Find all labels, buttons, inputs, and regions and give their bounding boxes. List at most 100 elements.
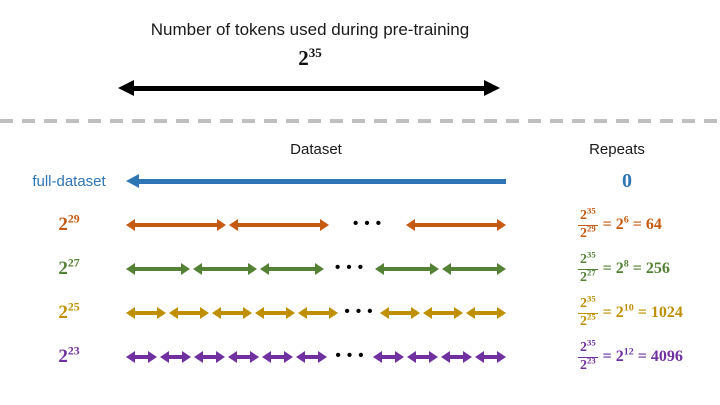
row-label: 229 (14, 212, 124, 236)
arrow-left-head-icon (228, 351, 237, 363)
arrow-shaft (269, 267, 315, 271)
power-base: 2 (615, 216, 624, 233)
double-headed-arrow-icon (423, 307, 463, 319)
double-headed-arrow-icon (262, 351, 293, 363)
ellipsis-dots-icon: • • • (335, 346, 365, 364)
power-base: 2 (58, 302, 68, 323)
row-label: 225 (14, 301, 124, 324)
double-headed-arrow-icon (296, 351, 327, 363)
power-base: 2 (58, 214, 68, 235)
arrow-left-head-icon (212, 307, 221, 319)
repeats-power: 26 (615, 214, 629, 234)
double-headed-arrow-icon (126, 263, 190, 275)
equals-sign: = (637, 304, 647, 321)
fraction-numerator: 235 (578, 206, 598, 226)
arrow-right-head-icon (463, 351, 472, 363)
full-dataset-label: full-dataset (32, 172, 106, 190)
arrow-shaft (475, 311, 497, 315)
arrow-left-head-icon (466, 307, 475, 319)
dataset-chunk-size: 229 (58, 212, 80, 235)
arrow-right-head-icon (284, 351, 293, 363)
arrow-right-head-icon (497, 263, 506, 275)
arrow-shaft (389, 311, 411, 315)
equals-sign: = (632, 216, 642, 233)
repeats-column-header: Repeats (589, 141, 645, 158)
arrow-left-head-icon (442, 263, 451, 275)
arrow-shaft (238, 223, 320, 227)
arrow-shaft (307, 311, 329, 315)
arrow-right-head-icon (181, 263, 190, 275)
arrow-segments-after (380, 307, 506, 319)
formula-equals: =212=4096 (603, 346, 683, 366)
double-headed-arrow-icon (441, 351, 472, 363)
arrow-shaft (139, 178, 506, 184)
repeats-power: 28 (615, 259, 629, 278)
arrow-right-head-icon (318, 351, 327, 363)
arrow-left-head-icon (380, 307, 389, 319)
arrow-right-head-icon (248, 263, 257, 275)
power-value: 229 (580, 224, 596, 241)
arrow-shaft (484, 355, 497, 359)
arrow-left-head-icon (169, 307, 178, 319)
token-count-base: 2 (298, 46, 309, 70)
double-headed-arrow-icon (229, 219, 329, 231)
fraction-numerator: 235 (578, 293, 598, 314)
arrow-left-head-icon (194, 351, 203, 363)
arrow-shaft (415, 223, 497, 227)
double-headed-arrow-icon (194, 351, 225, 363)
repeats-value: 256 (645, 260, 670, 277)
power-base: 2 (580, 296, 587, 312)
double-headed-arrow-icon (160, 351, 191, 363)
arrow-left-head-icon (375, 263, 384, 275)
arrow-right-head-icon (250, 351, 259, 363)
power-value: 235 (580, 249, 596, 267)
double-headed-arrow-icon (298, 307, 338, 319)
equals-sign: = (637, 348, 647, 365)
equals-sign: = (602, 304, 612, 321)
arrow-right-head-icon (497, 219, 506, 231)
power-exponent: 23 (587, 354, 596, 365)
arrow-segments-before (126, 351, 327, 363)
arrow-left-head-icon (475, 351, 484, 363)
double-headed-arrow-icon (373, 351, 404, 363)
arrow-segments-after (373, 351, 506, 363)
power-base: 2 (580, 208, 587, 224)
arrow-right-head-icon (329, 307, 338, 319)
arrow-right-head-icon (411, 307, 420, 319)
arrow-shaft (432, 311, 454, 315)
double-headed-arrow-icon (255, 307, 295, 319)
arrow-right-head-icon (430, 263, 439, 275)
fraction-denominator: 229 (578, 224, 598, 242)
power-base: 2 (615, 260, 624, 277)
arrow-left-head-icon (296, 351, 305, 363)
power-base: 2 (58, 258, 68, 279)
power-value: 235 (580, 206, 596, 224)
arrow-shaft (135, 223, 217, 227)
arrow-shaft (221, 311, 243, 315)
power-value: 223 (580, 354, 596, 373)
ellipsis-dots-icon: • • • (344, 302, 374, 320)
arrow-right-head-icon (157, 307, 166, 319)
repeats-power: 210 (616, 303, 634, 322)
arrow-shaft (264, 311, 286, 315)
power-exponent: 35 (587, 249, 596, 260)
power-base: 2 (58, 346, 68, 367)
repeats-power: 212 (616, 346, 634, 366)
arrow-shaft (271, 355, 284, 359)
full-dataset-repeats-value: 0 (622, 169, 632, 192)
fraction-numerator: 235 (578, 249, 598, 270)
power-exponent: 29 (67, 212, 80, 226)
power-value: 227 (580, 268, 596, 285)
power-exponent: 35 (587, 293, 596, 304)
power-exponent: 6 (623, 214, 629, 226)
formula-equals: =210=1024 (602, 303, 683, 322)
arrow-left-head-icon (126, 307, 135, 319)
power-exponent: 27 (67, 256, 80, 270)
full-dataset-row: full-dataset 0 (0, 159, 720, 203)
power-exponent: 25 (587, 310, 596, 321)
power-exponent: 12 (623, 346, 634, 358)
arrow-shaft (202, 267, 248, 271)
